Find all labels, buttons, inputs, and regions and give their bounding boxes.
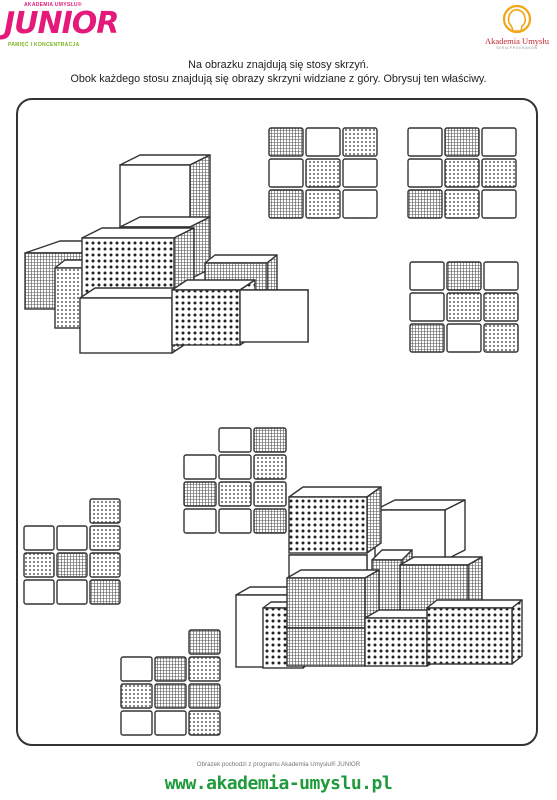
option-a-cell bbox=[268, 189, 304, 219]
option-a-cell bbox=[305, 158, 341, 188]
stack1-front-right-crate-front bbox=[239, 289, 309, 343]
stack2-front-left-crate-front bbox=[286, 627, 366, 667]
footer-credit: Obrazek pochodzi z programu Akademia Umy… bbox=[196, 761, 361, 768]
worksheet-frame bbox=[16, 98, 538, 746]
option-f-cell bbox=[154, 683, 187, 709]
stack1-front-left-crate-front bbox=[79, 297, 173, 354]
option-c-cell bbox=[409, 261, 445, 291]
stack1-front-left-crate-top bbox=[79, 287, 188, 299]
stack2-center-crate-front bbox=[286, 577, 366, 629]
option-f-cell bbox=[188, 629, 221, 655]
publisher-name: Akademia Umysłu bbox=[485, 36, 549, 46]
junior-logo: AKADEMIA UMYSŁU® JUNIOR PAMIĘĆ I KONCENT… bbox=[4, 2, 124, 52]
option-e-cell bbox=[89, 498, 121, 524]
option-b-cell bbox=[444, 189, 480, 219]
footer-url: www.akademia-umyslu.pl bbox=[164, 773, 393, 794]
option-b-cell bbox=[407, 189, 443, 219]
option-f-cell bbox=[188, 683, 221, 709]
option-d-cell bbox=[218, 481, 252, 507]
option-a-cell bbox=[305, 127, 341, 157]
option-a-cell bbox=[305, 189, 341, 219]
option-c-cell bbox=[483, 323, 519, 353]
option-f-cell bbox=[188, 710, 221, 736]
instruction-line-1: Na obrazku znajdują się stosy skrzyń. bbox=[188, 59, 369, 71]
option-f-cell bbox=[188, 656, 221, 682]
stack2-front-mid-crate-front bbox=[364, 617, 428, 667]
option-c-cell bbox=[409, 323, 445, 353]
stack1-front-mid-crate-front bbox=[171, 289, 241, 346]
option-d-cell bbox=[253, 454, 287, 480]
option-d-cell bbox=[183, 481, 217, 507]
instruction-line-2: Obok każdego stosu znajdują się obrazy s… bbox=[70, 73, 487, 85]
option-c-cell bbox=[446, 292, 482, 322]
option-d-cell bbox=[218, 427, 252, 453]
option-f-cell bbox=[154, 710, 187, 736]
option-e-cell bbox=[56, 525, 88, 551]
option-c-cell bbox=[483, 261, 519, 291]
stack2-top-right-crate-side bbox=[444, 499, 466, 561]
option-d-cell bbox=[253, 427, 287, 453]
option-e-cell bbox=[23, 525, 55, 551]
stack2-front-right-crate-front bbox=[426, 607, 513, 665]
option-b-cell bbox=[444, 158, 480, 188]
brand-small-text: AKADEMIA UMYSŁU® bbox=[24, 2, 82, 8]
stack2-front-right-crate-top bbox=[426, 599, 523, 609]
option-a-cell bbox=[268, 127, 304, 157]
brand-tagline: PAMIĘĆ I KONCENTRACJA bbox=[8, 42, 80, 48]
stack1-top-crate-side bbox=[189, 154, 211, 228]
option-a-cell bbox=[342, 127, 378, 157]
option-b-cell bbox=[407, 158, 443, 188]
option-e-cell bbox=[89, 525, 121, 551]
option-d-cell bbox=[253, 481, 287, 507]
stack2-center-crate-top bbox=[286, 569, 380, 579]
option-e-cell bbox=[56, 552, 88, 578]
stack2-top-crate-top bbox=[288, 486, 382, 498]
option-a-cell bbox=[342, 189, 378, 219]
option-d-cell bbox=[218, 508, 252, 534]
head-profile-icon bbox=[502, 4, 532, 34]
instructions: Na obrazku znajdują się stosy skrzyń. Ob… bbox=[20, 58, 537, 86]
option-b-cell bbox=[444, 127, 480, 157]
publisher-logo: Akademia Umysłu SERIA PROGRAMÓW bbox=[478, 2, 556, 50]
option-b-cell bbox=[481, 127, 517, 157]
option-c-cell bbox=[446, 323, 482, 353]
option-b-cell bbox=[407, 127, 443, 157]
brand-big-text: JUNIOR bbox=[4, 6, 119, 41]
option-e-cell bbox=[89, 552, 121, 578]
option-c-cell bbox=[409, 292, 445, 322]
option-b-cell bbox=[481, 189, 517, 219]
stack2-top-crate-front bbox=[288, 496, 368, 554]
option-a-cell bbox=[268, 158, 304, 188]
option-e-cell bbox=[23, 552, 55, 578]
stack1-back-right-crate-top bbox=[204, 254, 278, 264]
option-c-cell bbox=[446, 261, 482, 291]
option-f-cell bbox=[120, 710, 153, 736]
option-f-cell bbox=[120, 683, 153, 709]
publisher-sub: SERIA PROGRAMÓW bbox=[496, 46, 538, 50]
option-e-cell bbox=[89, 579, 121, 605]
option-a-cell bbox=[342, 158, 378, 188]
option-c-cell bbox=[483, 292, 519, 322]
option-f-cell bbox=[120, 656, 153, 682]
option-d-cell bbox=[183, 508, 217, 534]
option-e-cell bbox=[23, 579, 55, 605]
option-d-cell bbox=[183, 454, 217, 480]
option-f-cell bbox=[154, 656, 187, 682]
option-d-cell bbox=[218, 454, 252, 480]
option-d-cell bbox=[253, 508, 287, 534]
option-e-cell bbox=[56, 579, 88, 605]
stack2-top-crate-side bbox=[366, 486, 382, 554]
stack2-front-right-crate-side bbox=[511, 599, 523, 665]
option-b-cell bbox=[481, 158, 517, 188]
